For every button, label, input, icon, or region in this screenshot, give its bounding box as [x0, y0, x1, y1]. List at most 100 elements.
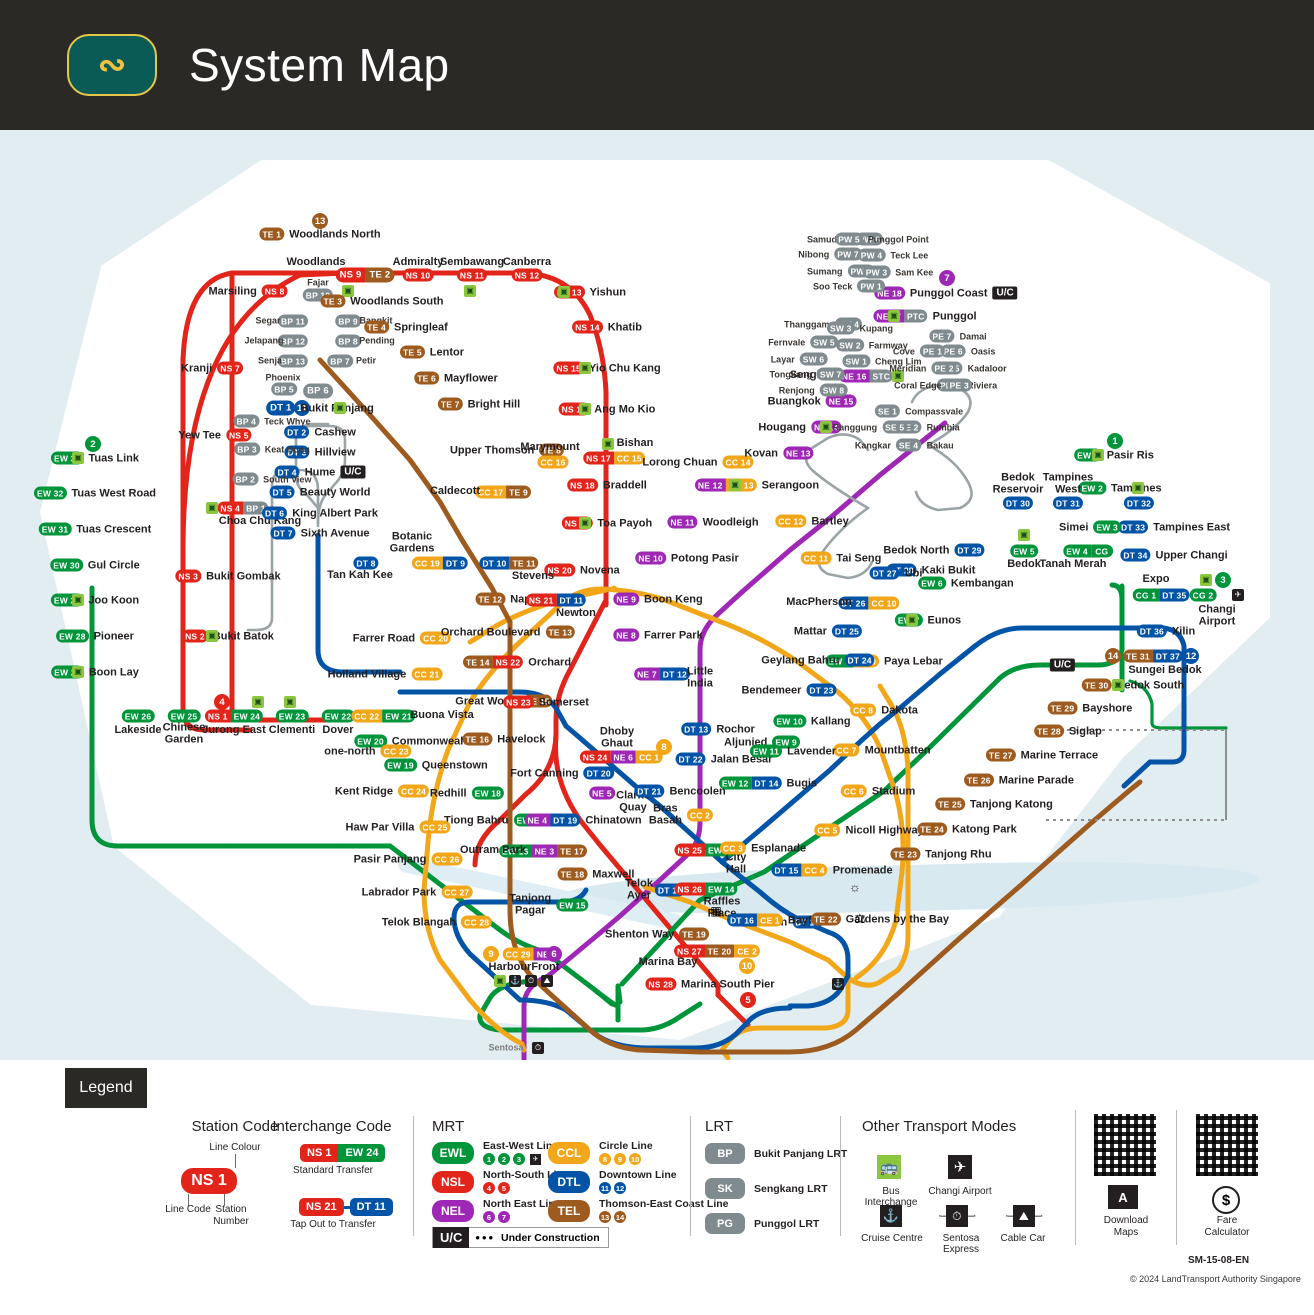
station-tampines-dtl[interactable]: DT 32	[1123, 496, 1155, 510]
station-senja[interactable]: BP 13	[277, 354, 309, 368]
download-maps-qr-icon[interactable]	[1094, 1114, 1156, 1176]
station-clarke-quay[interactable]: NE 5	[589, 786, 615, 800]
station-eunos[interactable]: EW 7Eunos	[894, 613, 961, 627]
station-canberra[interactable]: NS 12	[511, 268, 543, 282]
fare-calculator-qr-icon[interactable]	[1196, 1114, 1258, 1176]
station-bedok-reservoir[interactable]: DT 30	[1002, 496, 1034, 510]
station-sembawang[interactable]: NS 11	[456, 268, 488, 282]
station-marymount[interactable]: CC 16	[537, 455, 569, 469]
station-bangkit[interactable]: BP 9	[335, 314, 361, 328]
station-changi-airport[interactable]: CG 2	[1189, 588, 1217, 602]
station-bedok[interactable]: EW 5	[1010, 544, 1038, 558]
station-bukit-panjang-lrt[interactable]: BP 6	[303, 383, 333, 399]
station-dover[interactable]: EW 22	[321, 709, 355, 723]
station-petir[interactable]: BP 7	[327, 354, 353, 368]
station-phoenix[interactable]: BP 5	[271, 382, 297, 396]
station-clementi[interactable]: EW 23	[275, 709, 309, 723]
